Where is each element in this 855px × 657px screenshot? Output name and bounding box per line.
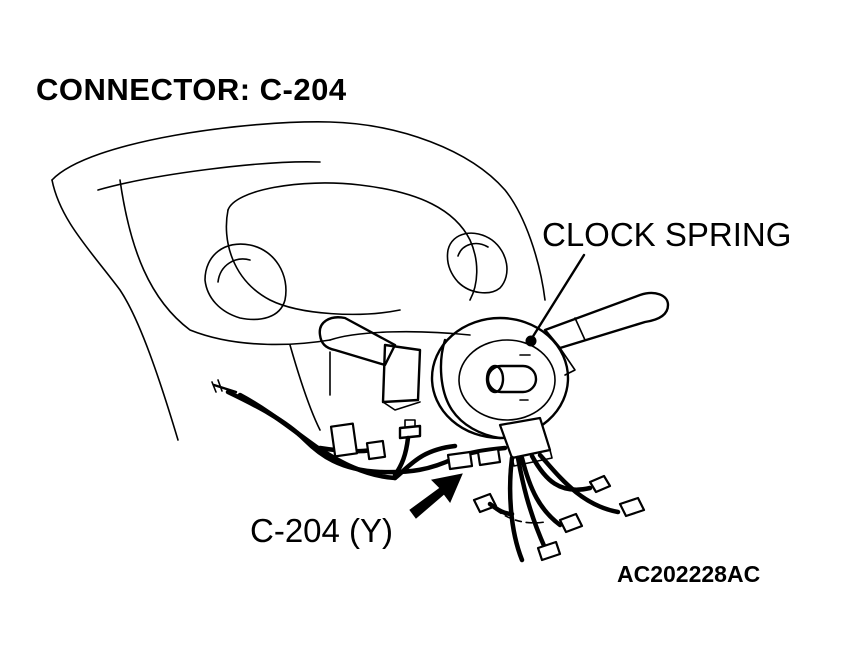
c204-pointer-arrow xyxy=(409,473,463,519)
c204-connector xyxy=(446,447,502,471)
clock-spring xyxy=(430,253,586,440)
left-stalk xyxy=(318,316,422,411)
clock-spring-connector-block xyxy=(498,416,553,467)
clock-spring-wire-connectors xyxy=(472,474,646,562)
right-stalk xyxy=(543,291,670,376)
instrument-panel-outline xyxy=(51,121,546,441)
harness-connectors-left xyxy=(329,419,422,478)
page-title: CONNECTOR: C-204 xyxy=(36,72,347,107)
clock-spring-wires xyxy=(495,452,621,563)
connector-label: C-204 (Y) xyxy=(250,512,394,549)
figure-id: AC202228AC xyxy=(617,561,761,587)
clock-spring-label: CLOCK SPRING xyxy=(542,216,792,253)
